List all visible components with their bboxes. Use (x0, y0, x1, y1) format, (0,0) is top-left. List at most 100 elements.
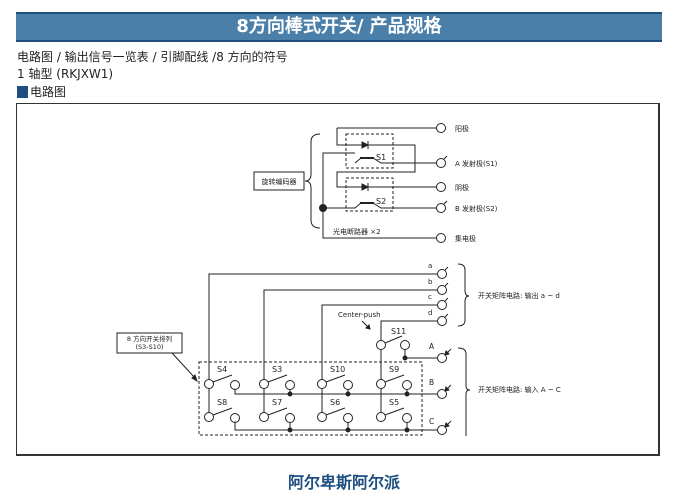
switch-common-contact (376, 379, 386, 389)
switch-array-label-box (116, 332, 183, 354)
s2-label: S2 (376, 197, 386, 206)
switch-arm (212, 374, 233, 383)
wire-output-d (380, 320, 438, 341)
s11-common-contact (376, 340, 386, 350)
encoder-box-label: 旋转编码器 (262, 177, 297, 186)
switch-array-box (198, 361, 423, 436)
switch-contact (343, 413, 353, 423)
terminal-label: A 发射极(S1) (455, 159, 498, 168)
s11-switch-arm (384, 335, 403, 344)
junction-dot (319, 204, 327, 212)
input-bracket (457, 347, 471, 436)
input-terminal-b (437, 389, 447, 399)
pointer-line (171, 352, 196, 379)
bus-input-c (234, 421, 438, 431)
switch-label: S10 (330, 365, 345, 374)
switch-label: S9 (389, 365, 399, 374)
terminal-emitter-b (436, 203, 446, 213)
arrow-head (365, 324, 371, 330)
switch-contact (230, 380, 240, 390)
switch-contact (402, 413, 412, 423)
wire-s1-collector (322, 152, 355, 164)
led-diode-s1 (361, 141, 370, 149)
switch-common-contact (259, 379, 269, 389)
switch-arm (325, 407, 346, 416)
switch-arm (384, 407, 405, 416)
switch-common-contact (204, 379, 214, 389)
page-title: 8方向棒式开关/ 产品规格 (236, 16, 442, 37)
wire-output-b (263, 289, 438, 380)
photo-interrupter-label: 光电断路器 ×2 (333, 227, 381, 236)
circuit-frame (16, 103, 660, 456)
led-diode-s2 (361, 183, 370, 191)
output-arrow-icon (443, 200, 448, 205)
switch-contact (402, 380, 412, 390)
switch-common-contact (376, 412, 386, 422)
input-terminal-a (437, 353, 447, 363)
s11-label: S11 (391, 327, 406, 336)
switch-common-contact (204, 412, 214, 422)
switch-arm (267, 374, 288, 383)
photo-interrupter-box-1 (345, 133, 394, 169)
model-name: 1 轴型 (RKJXW1) (17, 67, 114, 81)
terminal-collector (436, 233, 446, 243)
section-marker-icon (17, 86, 28, 98)
switch-label: S5 (389, 398, 399, 407)
output-label-b: b (428, 278, 433, 286)
section-title: 电路图 (30, 85, 67, 99)
bus-input-b (234, 388, 438, 395)
switch-common-contact (317, 379, 327, 389)
encoder-box (253, 171, 305, 191)
output-bracket (457, 263, 470, 327)
terminal-cathode (436, 182, 446, 192)
terminal-emitter-a (436, 158, 446, 168)
output-label-c: c (428, 293, 432, 301)
output-arrow-icon (443, 155, 448, 160)
switch-label: S8 (217, 398, 227, 407)
switch-label: S7 (272, 398, 282, 407)
switch-common-contact (317, 412, 327, 422)
switch-arm (325, 374, 346, 383)
output-terminals (437, 266, 449, 326)
section-heading: 电路图 (17, 84, 66, 100)
switch-arm (384, 374, 405, 383)
input-label-a: A (429, 342, 435, 351)
input-label-c: C (429, 417, 434, 426)
switch-label: S4 (217, 365, 227, 374)
switch-common-contact (259, 412, 269, 422)
input-group-label: 开关矩阵电路: 输入 A ~ C (478, 385, 561, 394)
switch-array-label: 8 方向开关排列 (127, 334, 172, 343)
terminal-anode (436, 123, 446, 133)
input-terminal-c (437, 425, 447, 435)
switch-arm (212, 407, 233, 416)
terminal-label: B 发射极(S2) (455, 204, 498, 213)
wire-output-c (321, 304, 438, 380)
encoder-bracket (304, 133, 321, 229)
switch-label: S3 (272, 365, 282, 374)
input-arrow-icons (444, 348, 452, 428)
switch-contact (285, 413, 295, 423)
input-label-b: B (429, 378, 434, 387)
encoder-section: 旋转编码器 S1 S2 光电断路器 ×2 (253, 123, 498, 243)
switch-contact (230, 413, 240, 423)
photo-interrupter-box-2 (345, 177, 394, 212)
wire-led-chain (336, 128, 437, 188)
wire-collector (322, 153, 437, 239)
terminal-label: 阴极 (455, 183, 469, 192)
output-label-d: d (428, 309, 432, 317)
wire-output-a (208, 273, 438, 380)
output-label-a: a (428, 262, 432, 270)
footer-brand: 阿尔卑斯阿尔派 (287, 473, 400, 492)
switch-contact (343, 380, 353, 390)
terminal-label: 集电极 (455, 234, 476, 243)
switch-contact (285, 380, 295, 390)
switch-arm (267, 407, 288, 416)
s1-label: S1 (376, 153, 386, 162)
switch-label: S6 (330, 398, 340, 407)
terminal-label: 阳极 (455, 124, 469, 133)
s11-contact (400, 340, 410, 350)
switch-matrix: a b c d 开关矩阵电路: 输出 a ~ d Center-push S11… (116, 262, 561, 436)
center-push-label: Center-push (338, 311, 381, 319)
subtitle-links: 电路图 / 输出信号一览表 / 引脚配线 /8 方向的符号 (17, 50, 288, 64)
